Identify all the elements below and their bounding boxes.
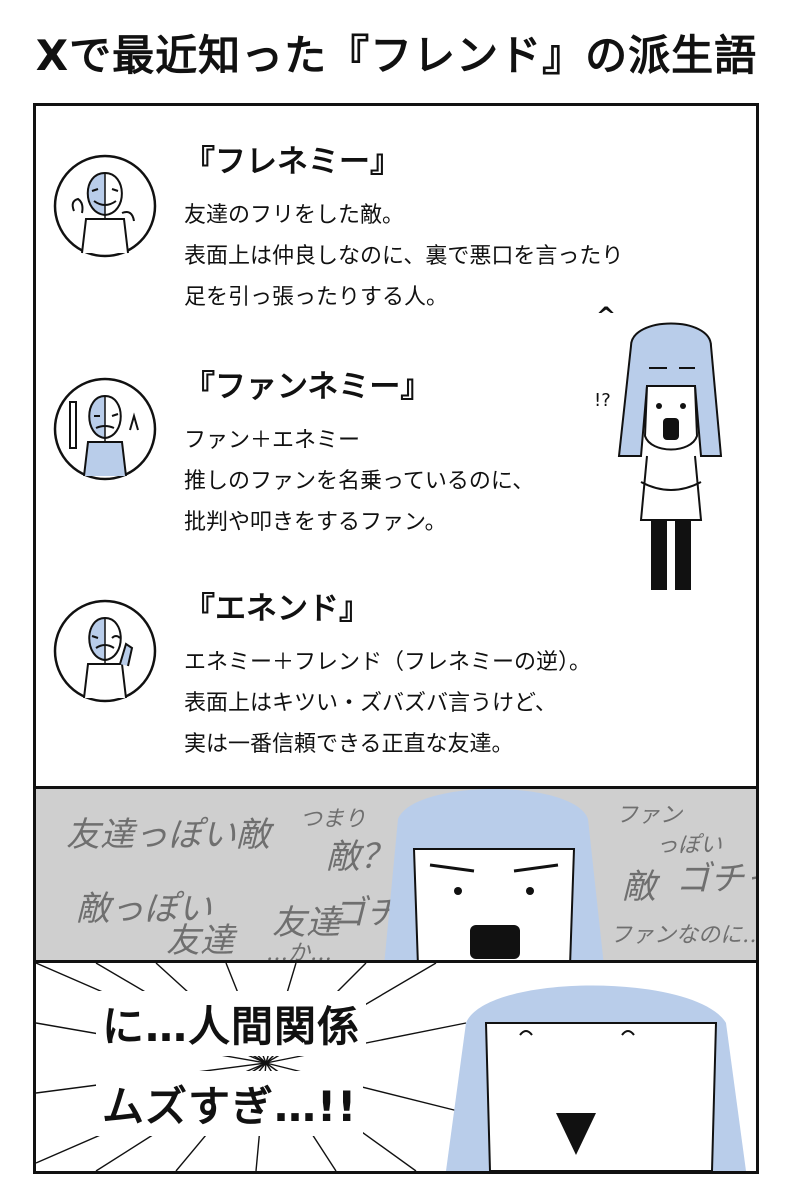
surprise-mark: ^ [596, 302, 617, 330]
page-title: Xで最近知った『フレンド』の派生語 [35, 31, 758, 80]
scrawl-text: 敵 [622, 867, 656, 907]
scrawl-text: ファンなのに… [610, 923, 756, 948]
term-line: ファン＋エネミー [184, 428, 361, 453]
term-line: 表面上は仲良しなのに、裏で悪口を言ったり [184, 244, 624, 269]
panel-confusion: 友達っぽい敵 つまり 敵？ 敵っぽい 友達 友達 …か… ゴチャ ファン っぽい… [36, 786, 756, 963]
shout-line-2: ムズすぎ…!! [96, 1071, 364, 1136]
shout-line-1: に…人間関係 [96, 991, 367, 1056]
surprise-exclaim: !? [594, 390, 611, 411]
term-line: 足を引っ張ったりする人。 [184, 285, 449, 310]
term-enend: 『エネンド』 エネミー＋フレンド（フレネミーの逆）。 表面上はキツい・ズバズバ言… [184, 583, 591, 765]
frenemy-avatar [53, 154, 157, 258]
term-line: 表面上はキツい・ズバズバ言うけど、 [184, 691, 557, 716]
term-line: 推しのファンを名乗っているのに、 [184, 469, 535, 494]
term-line: 実は一番信頼できる正直な友達。 [184, 732, 514, 757]
fannemy-avatar [53, 377, 157, 481]
term-line: 友達のフリをした敵。 [184, 203, 405, 228]
term-title: 『ファンネミー』 [184, 369, 432, 405]
term-title: 『エネンド』 [184, 591, 370, 627]
scrawl-text: ゴチャ [676, 859, 756, 899]
scrawl-text: 友達っぽい敵 [66, 815, 270, 855]
scrawl-text: …か… [266, 941, 333, 963]
worried-character-illustration [384, 789, 604, 960]
enend-avatar [53, 599, 157, 703]
scrawl-text: つまり [300, 807, 367, 832]
panel-conclusion: に…人間関係 ムズすぎ…!! [36, 963, 756, 1171]
term-frenemy: 『フレネミー』 友達のフリをした敵。 表面上は仲良しなのに、裏で悪口を言ったり … [184, 136, 623, 318]
speed-lines-illustration [36, 963, 746, 1171]
scrawl-text: 友達 [166, 921, 234, 961]
comic-frame: 『フレネミー』 友達のフリをした敵。 表面上は仲良しなのに、裏で悪口を言ったり … [33, 103, 759, 1174]
panel-definitions: 『フレネミー』 友達のフリをした敵。 表面上は仲良しなのに、裏で悪口を言ったり … [36, 106, 756, 786]
scrawl-text: 友達 [272, 903, 340, 943]
term-line: エネミー＋フレンド（フレネミーの逆）。 [184, 650, 592, 675]
term-line: 批判や叩きをするファン。 [184, 510, 447, 535]
scrawl-text: ファン [616, 803, 683, 828]
term-fannemy: 『ファンネミー』 ファン＋エネミー 推しのファンを名乗っているのに、 批判や叩き… [184, 361, 534, 543]
scrawl-text: 敵っぽい [76, 889, 212, 929]
scrawl-text: 敵？ [326, 837, 394, 877]
standing-character-illustration [617, 322, 723, 590]
term-title: 『フレネミー』 [184, 144, 401, 180]
scrawl-text: っぽい [656, 833, 723, 858]
